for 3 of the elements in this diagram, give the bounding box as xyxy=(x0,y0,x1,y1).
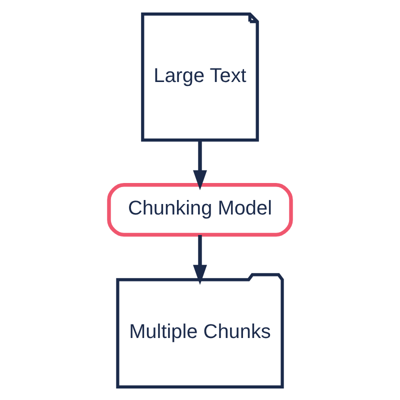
node-box: Chunking Model xyxy=(107,182,293,236)
arrow xyxy=(193,234,207,284)
arrow xyxy=(193,140,207,190)
